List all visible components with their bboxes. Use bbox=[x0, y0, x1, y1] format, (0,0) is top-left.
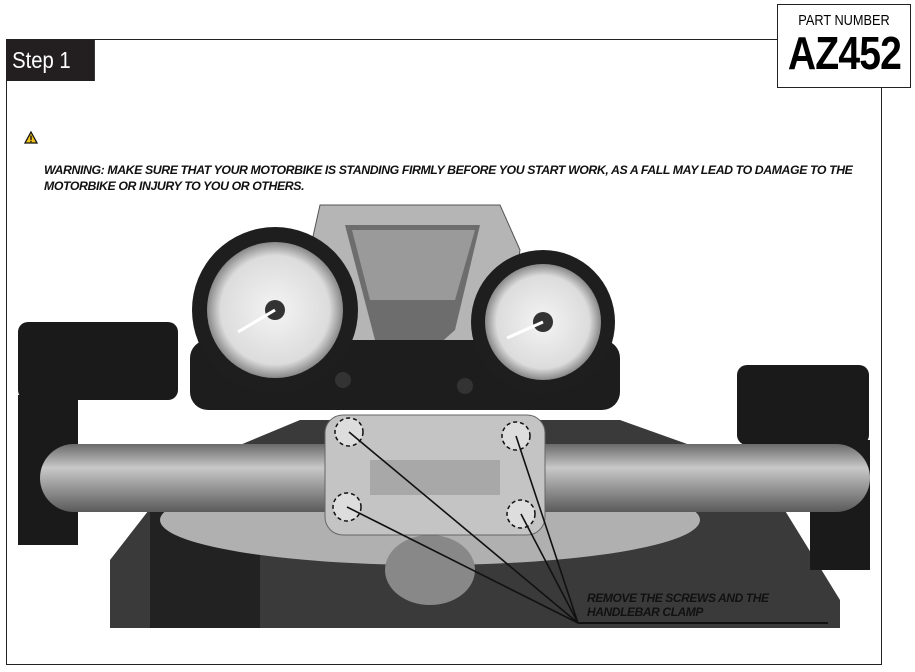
part-number-box: PART NUMBER AZ452 bbox=[777, 4, 911, 88]
step-frame bbox=[6, 39, 882, 665]
callout-line-1: REMOVE THE SCREWS AND THE bbox=[587, 591, 769, 605]
warning-text: WARNING: MAKE SURE THAT YOUR MOTORBIKE I… bbox=[44, 162, 884, 194]
leader-line bbox=[348, 431, 579, 624]
dashboard-screen bbox=[352, 230, 475, 300]
callout-line-2: HANDLEBAR CLAMP bbox=[587, 605, 703, 619]
leader-line bbox=[520, 513, 579, 624]
warning-prefix: WARNING: bbox=[44, 163, 105, 177]
indicator-knob bbox=[457, 378, 473, 394]
warning-triangle-icon bbox=[24, 131, 38, 144]
callout-text: REMOVE THE SCREWS AND THE HANDLEBAR CLAM… bbox=[587, 591, 769, 619]
left-brake-reservoir bbox=[18, 322, 178, 400]
callout-leader-lines bbox=[346, 431, 828, 624]
clamp-recess bbox=[370, 460, 500, 495]
leader-line bbox=[515, 435, 579, 624]
right-reservoir bbox=[737, 365, 869, 445]
step-label: Step 1 bbox=[6, 40, 95, 81]
part-number-value: AZ452 bbox=[787, 27, 902, 79]
steering-nut bbox=[385, 535, 475, 605]
indicator-knob bbox=[335, 372, 351, 388]
tachometer-needle bbox=[506, 320, 544, 340]
warning-body: MAKE SURE THAT YOUR MOTORBIKE IS STANDIN… bbox=[44, 163, 853, 193]
leader-line bbox=[346, 506, 579, 624]
speedometer-needle bbox=[237, 308, 276, 334]
part-number-label: PART NUMBER bbox=[798, 12, 890, 29]
